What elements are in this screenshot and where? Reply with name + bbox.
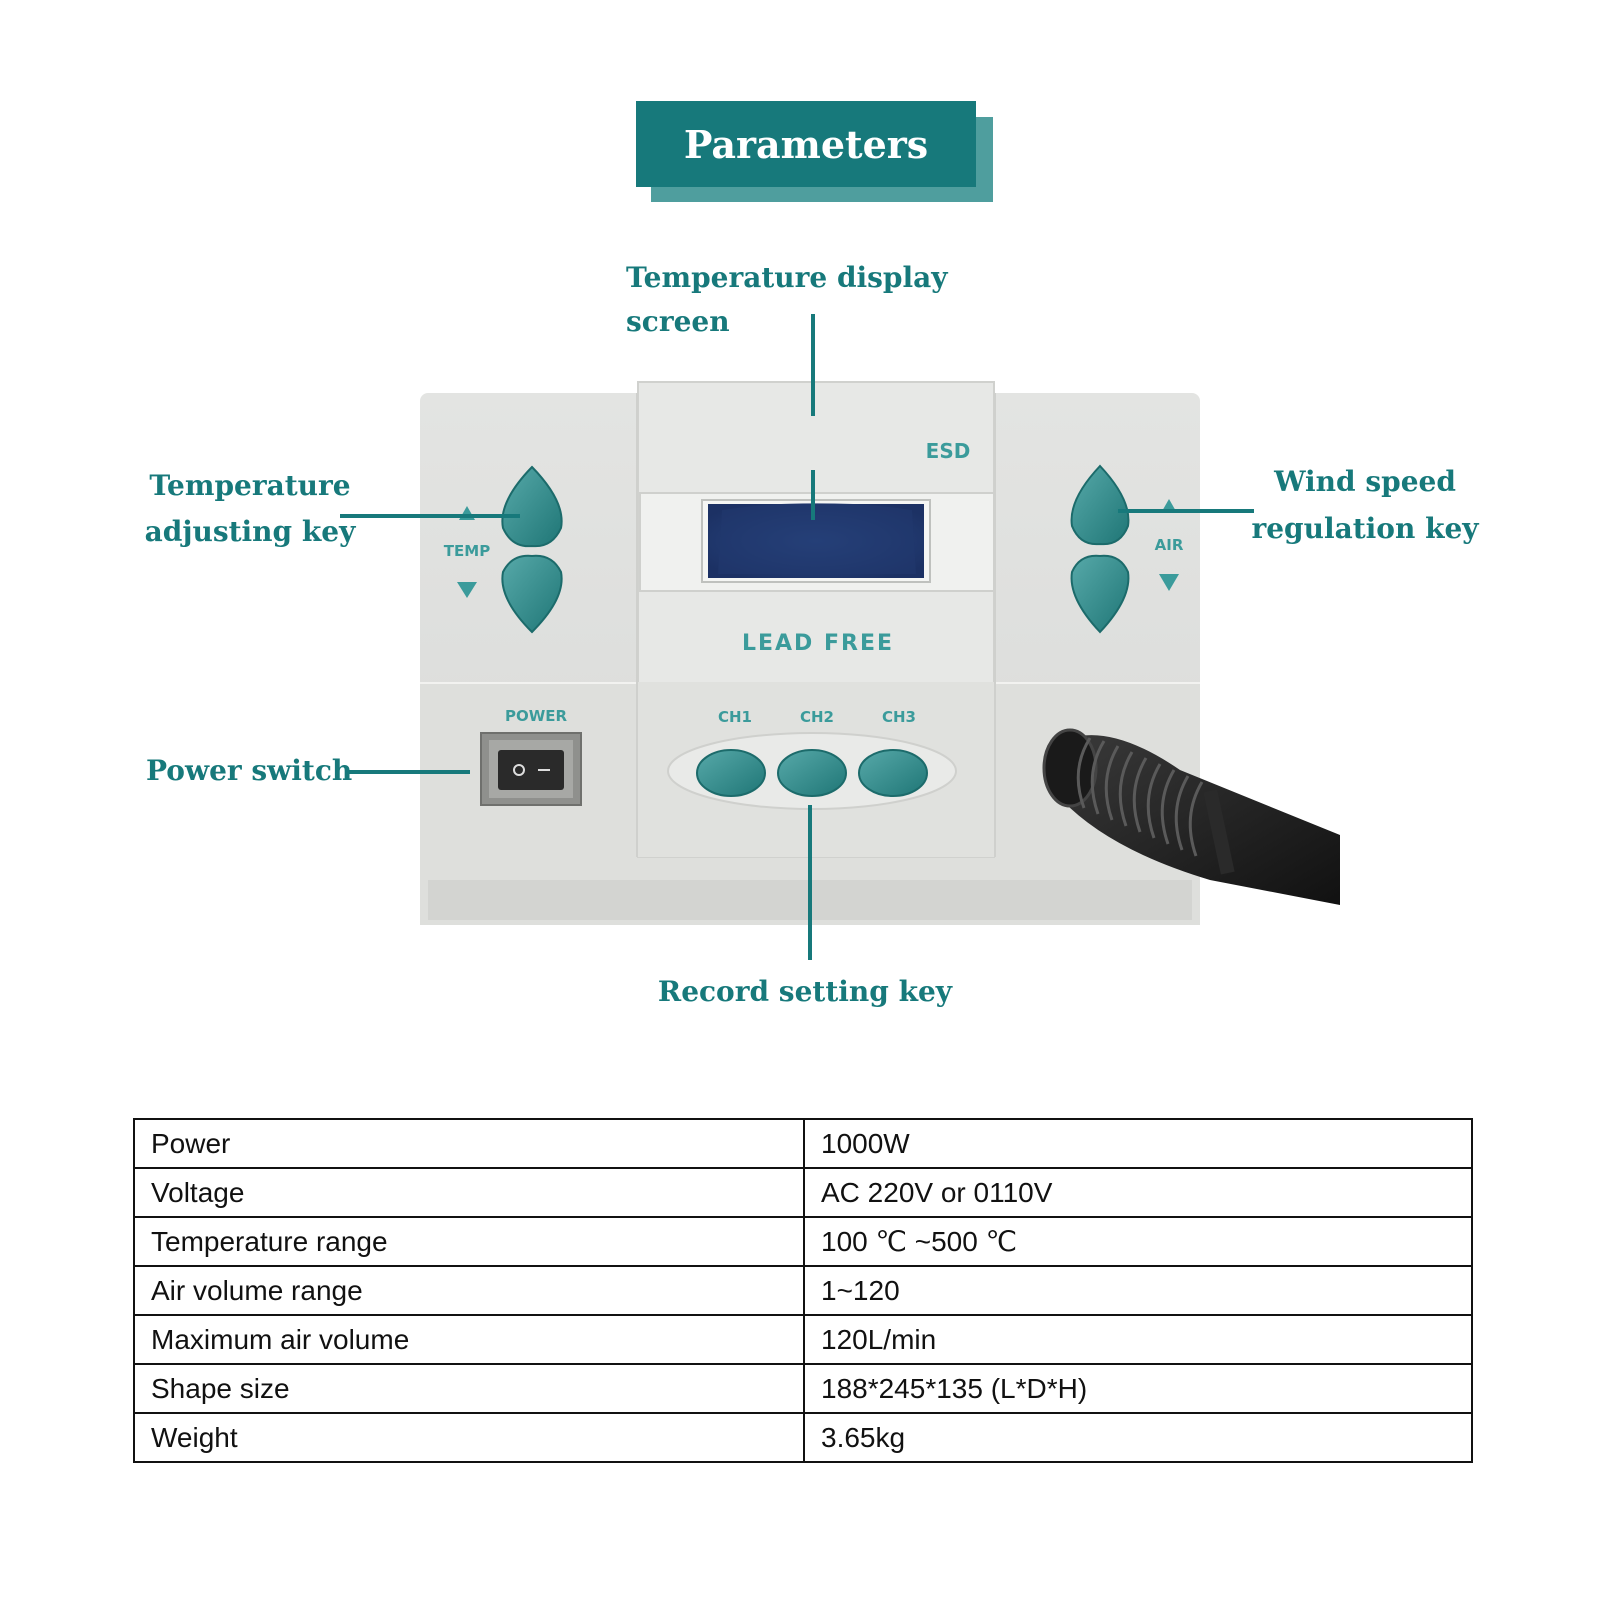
spec-name-cell: Shape size: [133, 1363, 805, 1414]
spec-name-cell: Weight: [133, 1412, 805, 1463]
callout-wind-key-line2: regulation key: [1251, 512, 1479, 545]
air-down-arrow-icon: [1159, 574, 1179, 591]
spec-name-cell: Maximum air volume: [133, 1314, 805, 1365]
air-down-button[interactable]: [1070, 554, 1130, 634]
spec-value-cell: 100 ℃ ~500 ℃: [803, 1216, 1473, 1267]
callout-temp-key-line1: Temperature: [149, 469, 351, 502]
air-hose: [1042, 728, 1340, 905]
callout-power-switch: Power switch: [146, 754, 353, 787]
callout-record-key: Record setting key: [657, 975, 953, 1008]
lcd-display: [639, 492, 995, 592]
spec-name-cell: Air volume range: [133, 1265, 805, 1316]
callout-temp-key-line2: adjusting key: [144, 515, 356, 548]
power-rocker-switch[interactable]: [480, 732, 582, 806]
spec-value-cell: 188*245*135 (L*D*H): [803, 1363, 1473, 1414]
temp-label: TEMP: [444, 542, 490, 560]
callout-wind-key-line1: Wind speed: [1274, 465, 1456, 498]
ch2-label: CH2: [800, 708, 834, 726]
power-label: POWER: [505, 707, 568, 725]
temp-down-arrow-icon: [457, 582, 477, 598]
title-badge: Parameters: [636, 101, 976, 187]
page-title: Parameters: [683, 121, 929, 167]
spec-name-cell: Voltage: [133, 1167, 805, 1218]
spec-name-cell: Power: [133, 1118, 805, 1169]
spec-value-cell: AC 220V or 0110V: [803, 1167, 1473, 1218]
spec-name-cell: Temperature range: [133, 1216, 805, 1267]
spec-value-cell: 1~120: [803, 1265, 1473, 1316]
channel-keys: CH1 CH2 CH3: [667, 708, 957, 810]
callout-display-screen: Temperature display screen: [626, 261, 948, 338]
ch2-button[interactable]: [777, 749, 847, 797]
spec-value-cell: 3.65kg: [803, 1412, 1473, 1463]
ch1-label: CH1: [718, 708, 752, 726]
power-off-symbol-icon: [513, 764, 525, 776]
ch3-label: CH3: [882, 708, 916, 726]
esd-label: ESD: [926, 439, 971, 463]
leader-lines: [340, 314, 1254, 960]
spec-value-cell: 120L/min: [803, 1314, 1473, 1365]
lead-free-label: LEAD FREE: [742, 631, 894, 656]
air-label: AIR: [1155, 536, 1184, 554]
temp-up-button[interactable]: [501, 465, 563, 548]
ch1-button[interactable]: [696, 749, 766, 797]
temp-down-button[interactable]: [501, 554, 563, 634]
spec-value-cell: 1000W: [803, 1118, 1473, 1169]
air-up-button[interactable]: [1070, 464, 1130, 546]
ch3-button[interactable]: [858, 749, 928, 797]
